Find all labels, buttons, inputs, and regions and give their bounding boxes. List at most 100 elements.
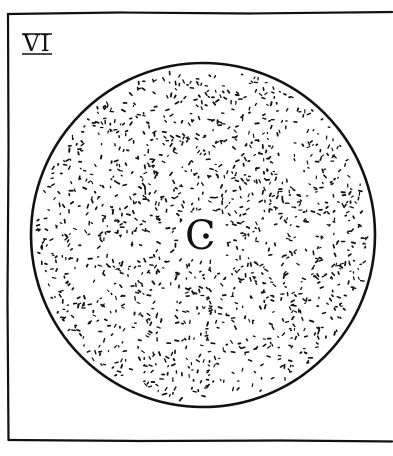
stipple-mark (290, 337, 293, 339)
stipple-mark (182, 136, 185, 140)
stipple-mark (220, 282, 224, 287)
stipple-mark (92, 279, 96, 283)
stipple-mark (260, 291, 264, 293)
stipple-mark (301, 143, 305, 147)
stipple-mark (241, 220, 245, 224)
stipple-mark (294, 310, 298, 313)
stipple-mark (264, 92, 268, 96)
stipple-mark (58, 202, 61, 208)
stipple-mark (162, 267, 165, 269)
stipple-mark (181, 133, 186, 137)
stipple-mark (269, 161, 274, 164)
stipple-mark (258, 179, 262, 184)
stipple-mark (58, 293, 62, 298)
stipple-mark (204, 334, 209, 337)
stipple-mark (161, 130, 167, 134)
stipple-mark (239, 205, 244, 209)
stipple-mark (170, 249, 175, 254)
stipple-mark (120, 108, 126, 113)
stipple-mark (330, 276, 334, 280)
stipple-mark (335, 262, 338, 267)
stipple-mark (309, 140, 313, 144)
stipple-mark (231, 272, 234, 276)
stipple-mark (258, 199, 264, 203)
stipple-mark (156, 326, 161, 329)
stipple-mark (120, 303, 126, 307)
stipple-mark (253, 261, 257, 265)
stipple-mark (86, 203, 90, 209)
stipple-mark (119, 284, 123, 289)
stipple-mark (294, 249, 298, 252)
stipple-mark (273, 242, 277, 247)
stipple-mark (235, 258, 239, 261)
stipple-mark (139, 223, 143, 226)
stipple-mark (134, 227, 138, 231)
stipple-mark (160, 195, 165, 198)
stipple-mark (90, 222, 94, 225)
stipple-mark (362, 242, 365, 245)
panel-label-group: VI (22, 31, 52, 57)
stipple-mark (281, 318, 285, 322)
stipple-mark (66, 281, 69, 285)
stipple-mark (81, 302, 85, 307)
stipple-mark (309, 319, 315, 323)
stipple-mark (271, 91, 275, 94)
stipple-mark (254, 102, 258, 107)
stipple-mark (332, 193, 335, 198)
stipple-mark (321, 181, 324, 185)
stipple-mark (307, 141, 311, 146)
stipple-mark (315, 143, 319, 146)
stipple-mark (255, 221, 258, 226)
stipple-mark (119, 271, 124, 275)
stipple-mark (287, 232, 290, 237)
stipple-mark (85, 178, 88, 182)
stipple-mark (206, 174, 210, 179)
stipple-mark (270, 172, 273, 176)
stipple-mark (59, 222, 63, 225)
stipple-mark (258, 92, 263, 97)
stipple-mark (126, 213, 131, 216)
stipple-mark (148, 330, 153, 334)
stipple-mark (286, 257, 289, 259)
stipple-mark (128, 91, 133, 97)
stipple-mark (119, 222, 123, 226)
stipple-mark (67, 165, 71, 170)
stipple-mark (195, 81, 199, 84)
stipple-mark (242, 212, 247, 216)
stipple-mark (296, 262, 300, 266)
stipple-mark (169, 134, 175, 139)
stipple-mark (289, 186, 294, 190)
stipple-mark (106, 104, 109, 108)
stipple-mark (299, 309, 302, 313)
stipple-mark (59, 289, 64, 292)
stipple-mark (66, 310, 69, 313)
stipple-mark (234, 125, 239, 128)
stipple-mark (317, 202, 320, 205)
stipple-mark (281, 332, 286, 337)
stipple-mark (79, 167, 82, 170)
stipple-mark (237, 268, 241, 272)
stipple-mark (240, 265, 244, 268)
stipple-mark (137, 289, 142, 293)
stipple-mark (141, 182, 146, 188)
stipple-mark (202, 359, 205, 363)
stipple-mark (208, 300, 212, 305)
stipple-mark (213, 275, 217, 279)
stipple-mark (352, 215, 355, 220)
stipple-mark (111, 366, 115, 369)
stipple-mark (215, 98, 220, 103)
stipple-mark (363, 245, 367, 249)
stipple-mark (146, 162, 150, 166)
stipple-mark (350, 241, 357, 245)
stipple-mark (288, 250, 293, 254)
stipple-mark (191, 119, 195, 123)
stipple-mark (199, 260, 203, 265)
stipple-mark (147, 198, 150, 202)
stipple-mark (107, 264, 111, 268)
stipple-mark (348, 192, 351, 196)
stipple-mark (280, 297, 283, 301)
stipple-mark (61, 318, 65, 322)
stipple-mark (336, 145, 339, 150)
stipple-mark (272, 283, 277, 288)
stipple-mark (138, 312, 142, 316)
